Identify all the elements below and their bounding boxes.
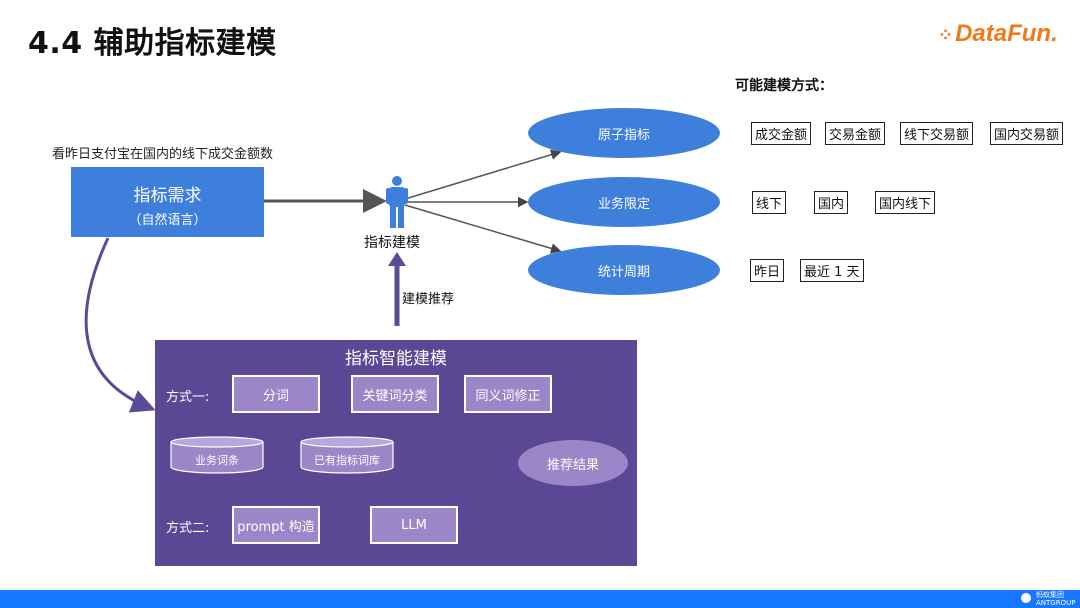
- footer-bar: [0, 590, 1080, 608]
- db-indicator-label: 已有指标词库: [314, 454, 380, 467]
- ellipse-atomic-indicator: 原子指标: [528, 108, 720, 158]
- tag-atomic: 交易金额: [825, 122, 886, 145]
- antgroup-logo: 蚂蚁集团 ANTGROUP: [1021, 591, 1076, 607]
- way2-label: 方式二:: [166, 521, 210, 536]
- llm-box: LLM: [370, 506, 458, 544]
- logo-text: DataFun.: [955, 20, 1058, 47]
- tag-business: 国内: [814, 191, 849, 214]
- arrow-to-period: [404, 204, 562, 254]
- slide-title: 4.4 辅助指标建模: [28, 26, 277, 61]
- synonym-fix-box: 同义词修正: [464, 375, 552, 413]
- ellipse-business-qualifier: 业务限定: [528, 177, 720, 227]
- recommend-label: 建模推荐: [402, 292, 455, 307]
- request-box-title: 指标需求: [133, 186, 202, 206]
- tag-business: 线下: [752, 191, 787, 214]
- ways-title: 可能建模方式：: [735, 78, 833, 94]
- panel-title: 指标智能建模: [345, 349, 447, 369]
- request-box-subtitle: （自然语言）: [128, 213, 207, 228]
- request-box: 指标需求 （自然语言）: [71, 167, 264, 237]
- tag-period: 昨日: [750, 259, 785, 282]
- modeler-label: 指标建模: [364, 235, 420, 251]
- db-business-label: 业务词条: [195, 454, 239, 467]
- arrow-to-atomic: [404, 149, 562, 200]
- database-icon: [300, 436, 394, 474]
- request-caption: 看昨日支付宝在国内的线下成交金额数: [52, 147, 274, 162]
- datafun-logo: ⁘DataFun.: [938, 20, 1058, 48]
- result-ellipse: 推荐结果: [518, 440, 628, 486]
- database-icon: [170, 436, 264, 474]
- tag-business: 国内线下: [875, 191, 936, 214]
- tag-atomic: 国内交易额: [990, 122, 1064, 145]
- keyword-classify-box: 关键词分类: [351, 375, 439, 413]
- ant-logo-icon: [1021, 593, 1031, 603]
- tag-atomic: 线下交易额: [900, 122, 974, 145]
- tag-atomic: 成交金额: [751, 122, 812, 145]
- person-icon: [386, 176, 408, 228]
- tag-period: 最近 1 天: [800, 259, 864, 282]
- way1-label: 方式一:: [166, 390, 210, 405]
- logo-dots-icon: ⁘: [938, 25, 954, 45]
- request-to-panel-curve: [84, 237, 156, 413]
- ant-logo-line1: 蚂蚁集团: [1036, 591, 1064, 599]
- ellipse-stat-period: 统计周期: [528, 245, 720, 295]
- recommend-arrow-head: [388, 252, 406, 266]
- segment-box: 分词: [232, 375, 320, 413]
- ant-logo-line2: ANTGROUP: [1036, 599, 1076, 607]
- prompt-build-box: prompt 构造: [232, 506, 320, 544]
